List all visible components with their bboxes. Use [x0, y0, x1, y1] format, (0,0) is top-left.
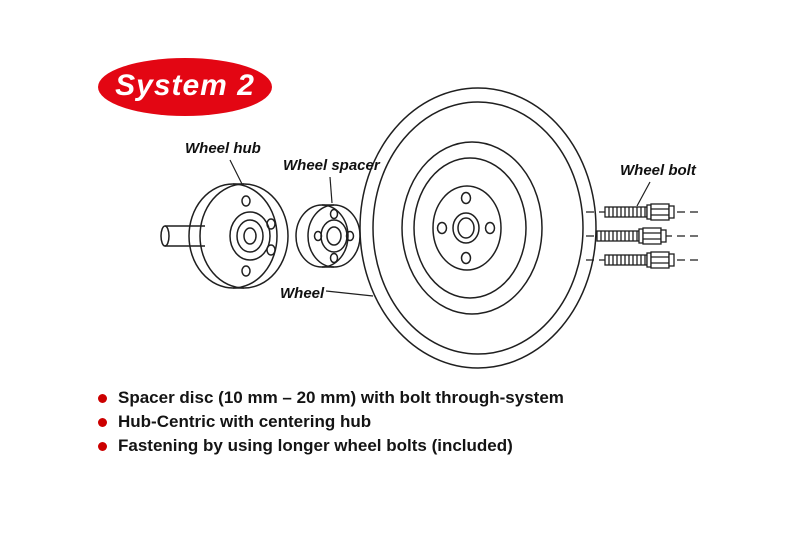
bullet-dot-icon: [98, 393, 107, 403]
feature-text: Spacer disc (10 mm – 20 mm) with bolt th…: [118, 388, 564, 407]
wheel-spacer-drawing: [295, 204, 361, 268]
wheel-hub-drawing: [160, 183, 289, 289]
feature-text: Hub-Centric with centering hub: [118, 412, 372, 431]
label-wheel-hub: Wheel hub: [185, 140, 261, 157]
wheel-bolts-drawing: [586, 203, 703, 269]
feature-list: Spacer disc (10 mm – 20 mm) with bolt th…: [98, 386, 564, 458]
system-badge-label: System 2: [115, 69, 255, 102]
wheel-drawing: [359, 87, 597, 369]
label-wheel-spacer: Wheel spacer: [283, 157, 380, 174]
pointer-lines: [229, 159, 651, 297]
bullet-dot-icon: [98, 441, 107, 451]
label-wheel-bolt: Wheel bolt: [620, 162, 696, 179]
list-item: Fastening by using longer wheel bolts (i…: [98, 434, 564, 458]
list-item: Hub-Centric with centering hub: [98, 410, 564, 434]
list-item: Spacer disc (10 mm – 20 mm) with bolt th…: [98, 386, 564, 410]
bullet-dot-icon: [98, 417, 107, 427]
system-badge: System 2: [98, 58, 272, 116]
feature-text: Fastening by using longer wheel bolts (i…: [118, 436, 513, 455]
label-wheel: Wheel: [280, 285, 325, 302]
